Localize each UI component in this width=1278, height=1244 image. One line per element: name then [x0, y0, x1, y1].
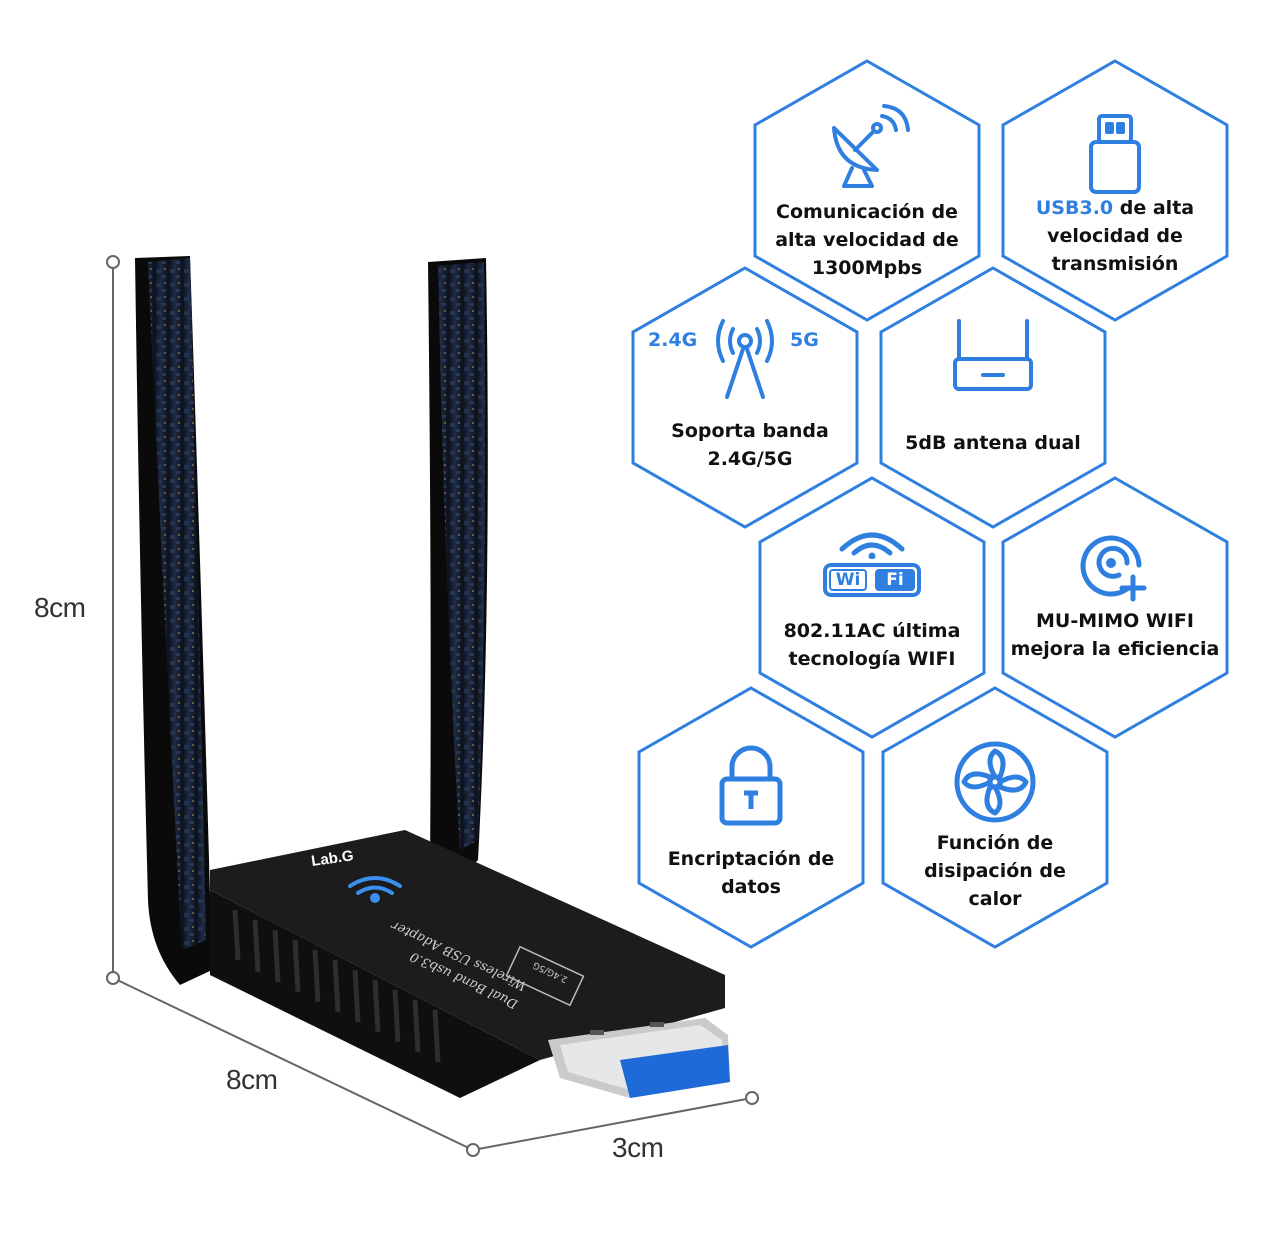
- mu-mimo-icon: [1080, 535, 1147, 602]
- satellite-dish-icon: [832, 104, 910, 188]
- dual-band-antenna-icon: [716, 319, 774, 399]
- feature-caption: USB3.0 de alta velocidad de transmisión: [1035, 197, 1195, 275]
- band-5g-label: 5G: [790, 329, 819, 351]
- feature-caption: MU-MIMO WIFI mejora la eficiencia: [1010, 610, 1220, 660]
- product-illustration: Lab.G Dual Band usb3.0 Wireless USB Adap…: [106, 255, 759, 1157]
- feature-hex-encryption: Encriptación de datos: [636, 685, 866, 950]
- feature-hex-80211ac: Wi Fi 802.11AC última tecnología WIFI: [757, 475, 987, 740]
- wifi-glow-icon: [348, 876, 402, 903]
- wifi-logo-icon: Wi Fi: [817, 519, 927, 609]
- feature-caption: Comunicación de alta velocidad de 1300Mp…: [775, 201, 959, 279]
- height-dimension-label: 8cm: [34, 592, 86, 623]
- feature-caption: Soporta banda 2.4G/5G: [671, 420, 829, 470]
- length-dimension-label: 8cm: [226, 1064, 278, 1095]
- feature-hex-high-speed: Comunicación de alta velocidad de 1300Mp…: [752, 58, 982, 323]
- left-antenna: [135, 256, 212, 985]
- fan-icon: [954, 741, 1036, 823]
- usb-stick-icon: [1089, 114, 1141, 194]
- padlock-icon: [719, 745, 783, 826]
- usb-dongle-body: Lab.G Dual Band usb3.0 Wireless USB Adap…: [210, 830, 725, 1098]
- usb3-accent-text: USB3.0: [1035, 197, 1114, 219]
- dimension-lines: [106, 255, 759, 1157]
- width-dimension-label: 3cm: [612, 1132, 664, 1163]
- feature-hex-usb3: USB3.0 de alta velocidad de transmisión: [1000, 58, 1230, 323]
- feature-caption: 802.11AC última tecnología WIFI: [783, 620, 961, 670]
- right-antenna: [428, 258, 488, 880]
- usb-connector: [548, 1018, 730, 1098]
- feature-caption: Encriptación de datos: [667, 848, 835, 898]
- feature-caption: Función de disipación de calor: [924, 832, 1066, 910]
- feature-hex-antenna: 5dB antena dual: [878, 265, 1108, 530]
- router-icon: [953, 319, 1033, 391]
- device-brand: Lab.G: [310, 847, 354, 870]
- feature-caption: 5dB antena dual: [905, 432, 1081, 454]
- band-24g-label: 2.4G: [648, 329, 698, 351]
- feature-hex-mu-mimo: MU-MIMO WIFI mejora la eficiencia: [1000, 475, 1230, 740]
- feature-hex-heat: Función de disipación de calor: [880, 685, 1110, 950]
- feature-hex-dual-band: 2.4G 5G Soporta banda 2.4G/5G: [630, 265, 860, 530]
